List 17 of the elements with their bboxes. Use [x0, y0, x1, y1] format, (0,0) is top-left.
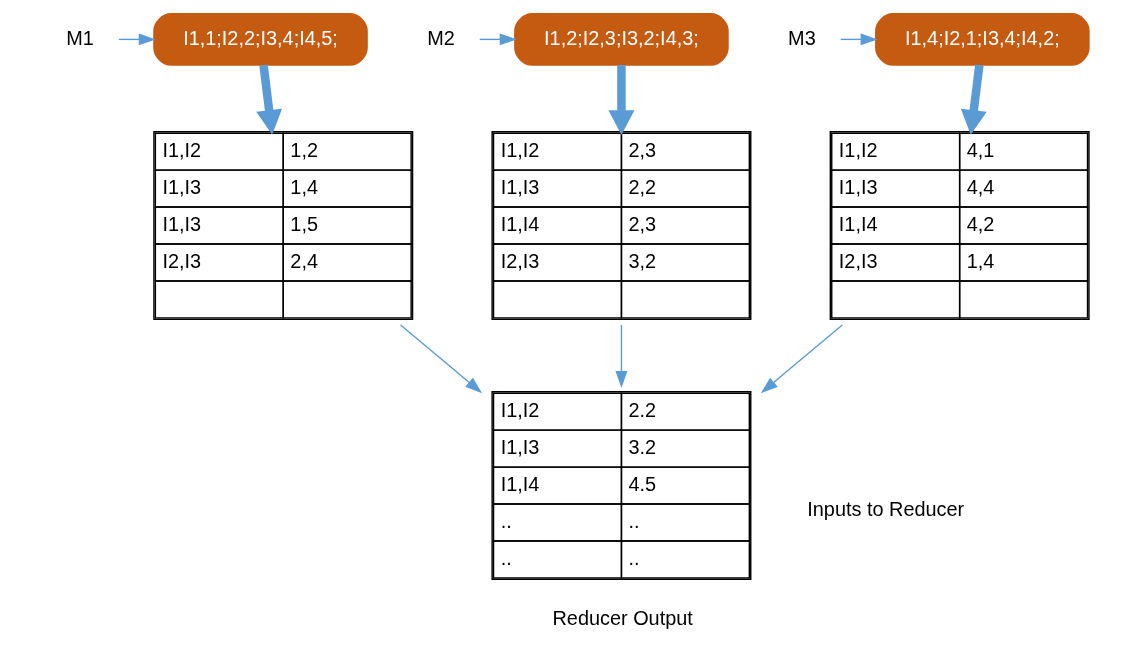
node-label: Reducer Output: [552, 607, 693, 630]
arrow: [117, 33, 156, 46]
arrow: [478, 33, 517, 46]
arrow: [399, 324, 482, 394]
node-box: I1,2;I2,3;I3,2;I4,3;: [513, 13, 729, 66]
node-text: M3: [787, 26, 816, 49]
arrow: [614, 324, 627, 389]
node-box: I1,1;I2,2;I3,4;I4,5;: [152, 13, 368, 66]
arrow: [607, 65, 634, 135]
node-text: M1: [65, 26, 94, 49]
node-box: I1,4;I2,1;I3,4;I4,2;: [874, 13, 1090, 66]
arrow: [960, 64, 987, 135]
node-text: M2: [426, 26, 455, 49]
label: Inputs to Reducer: [806, 498, 964, 521]
arrow: [839, 33, 878, 46]
arrow: [255, 64, 282, 135]
arrow: [760, 324, 843, 394]
